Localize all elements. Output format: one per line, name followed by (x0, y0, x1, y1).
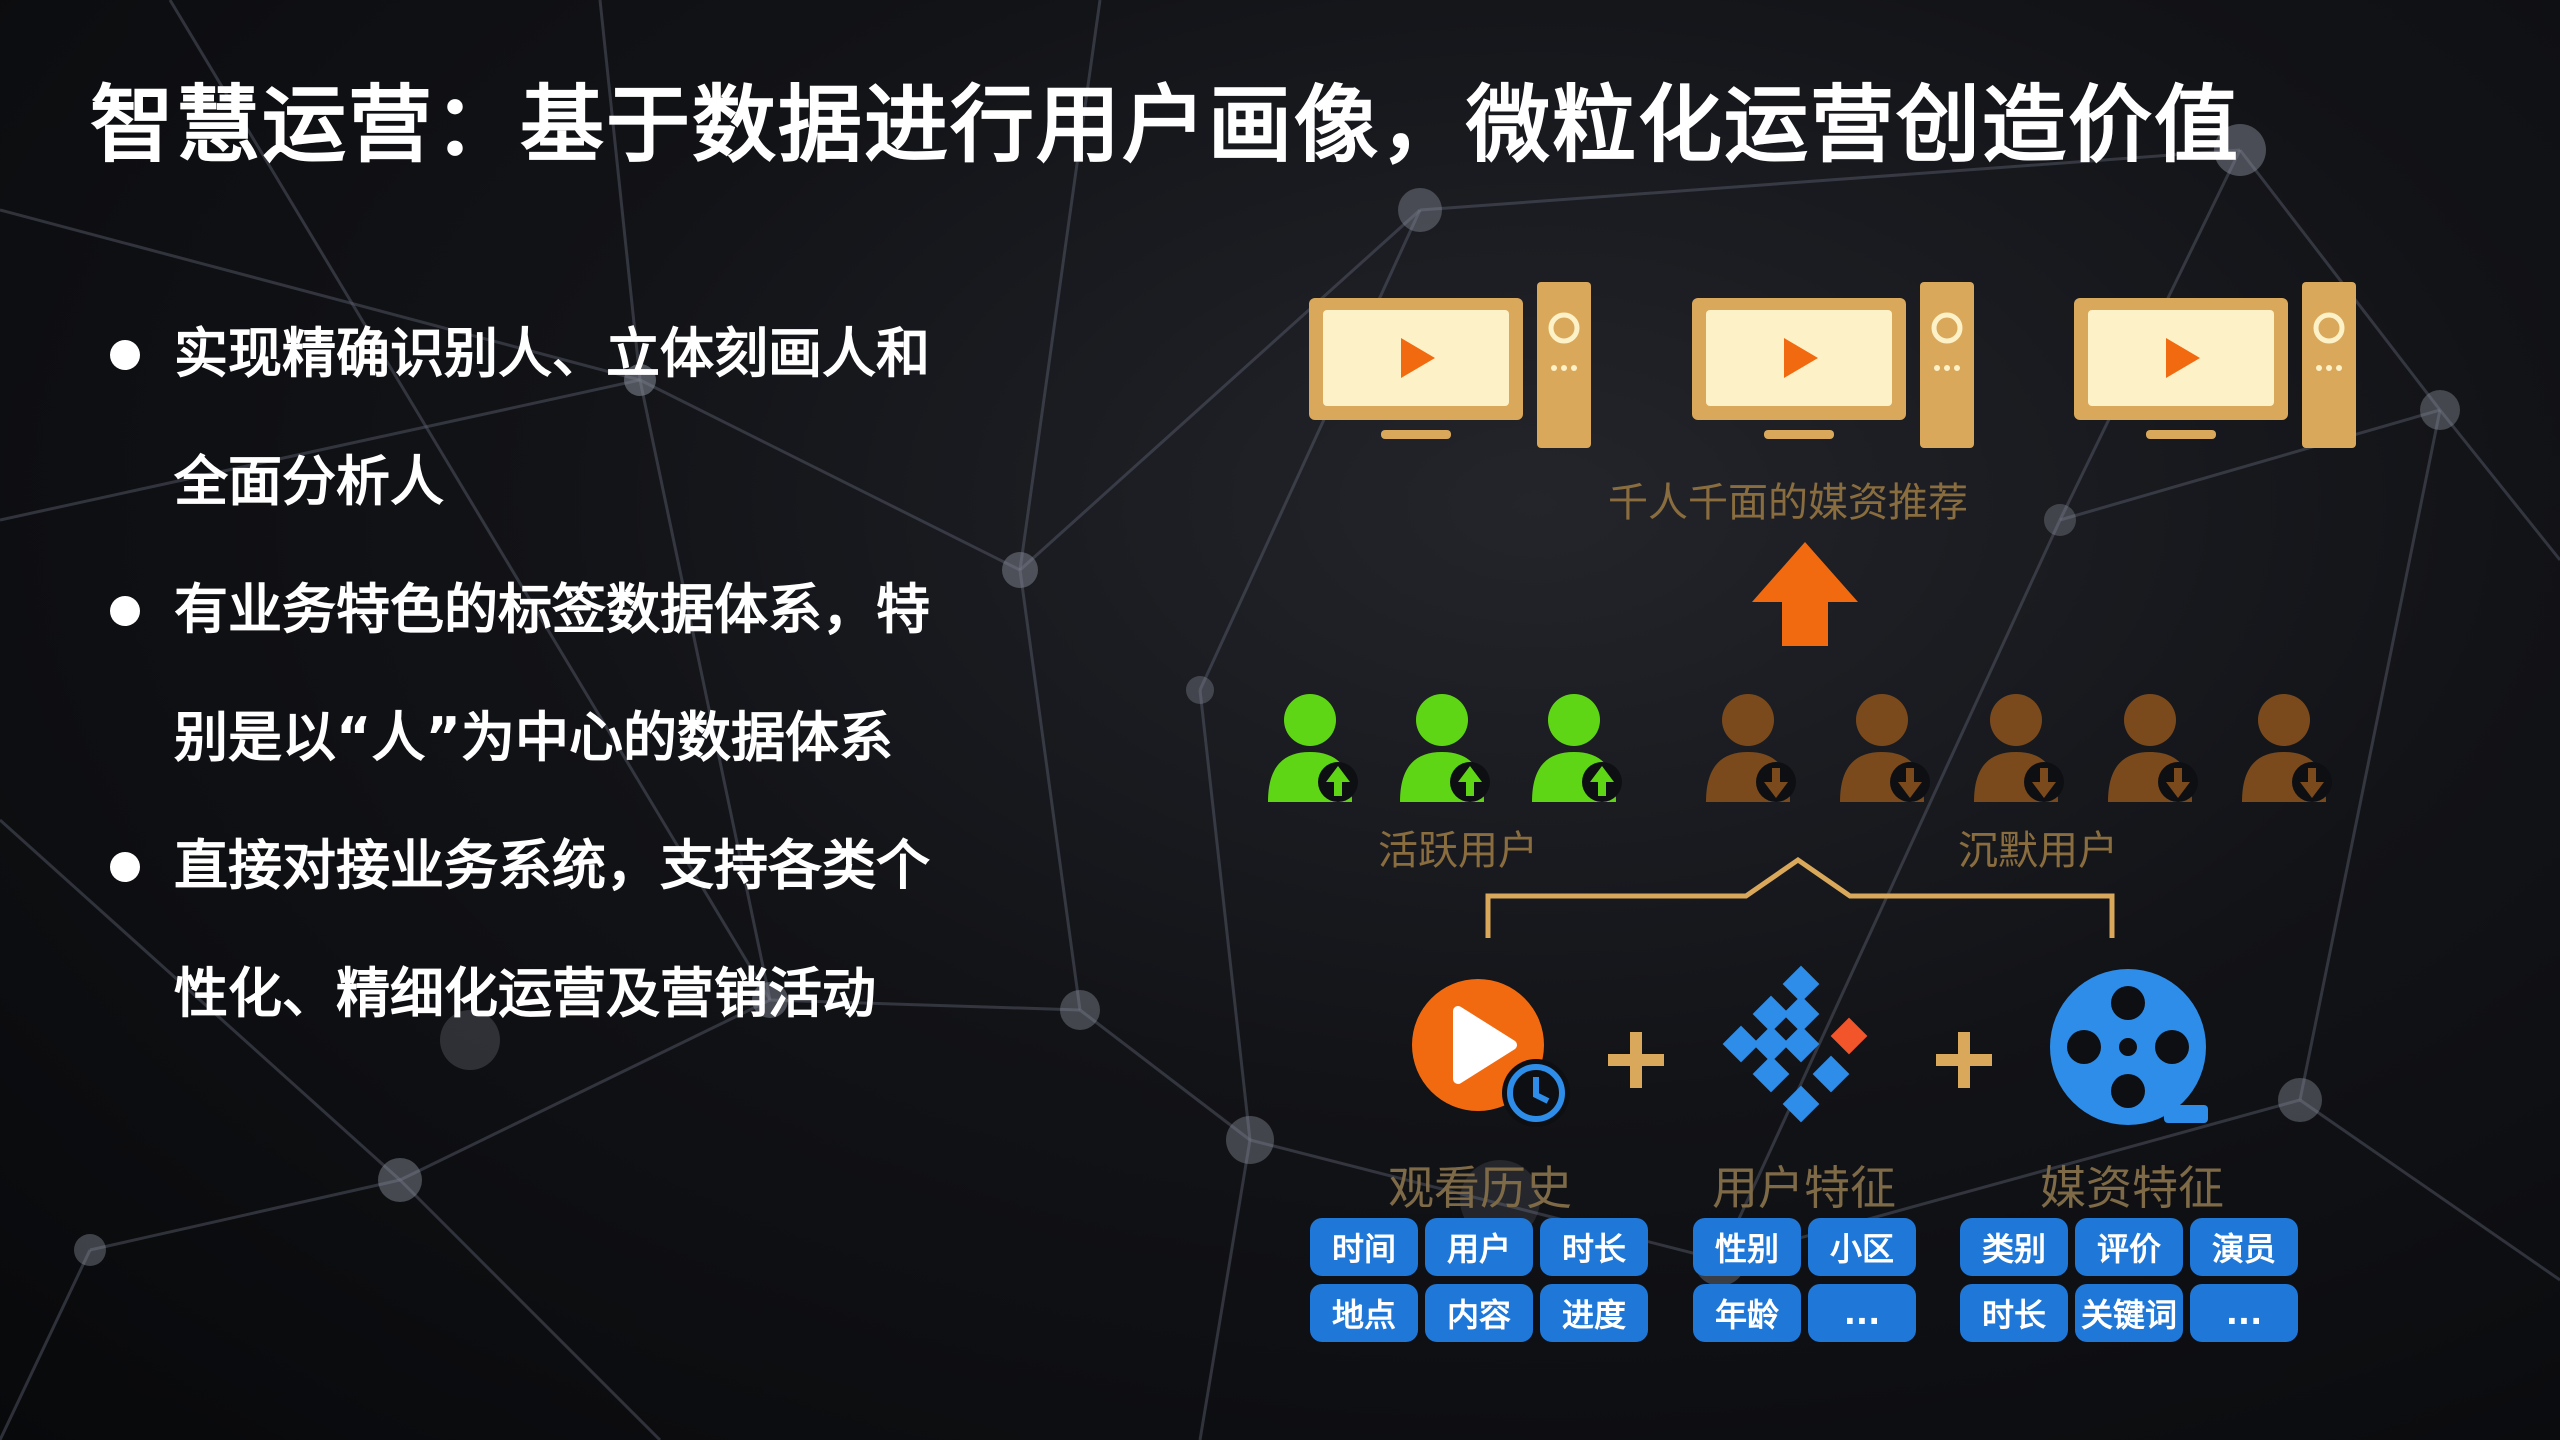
bullet-text: 有业务特色的标签数据体系，特别是以“人”为中心的数据体系 (174, 578, 930, 769)
arrow-up-icon (1752, 542, 1858, 646)
plus-icon (1936, 1032, 1992, 1088)
tag-chip: 时长 (1960, 1284, 2068, 1342)
tag-chip: 年龄 (1693, 1284, 1801, 1342)
bullet-list: 实现精确识别人、立体刻画人和全面分析人 有业务特色的标签数据体系，特别是以“人”… (110, 290, 980, 1058)
group-label-user: 用户特征 (1712, 1161, 1896, 1215)
tag-chip: 时长 (1540, 1218, 1648, 1276)
bullet-dot-icon (110, 596, 140, 626)
group-label-history: 观看历史 (1388, 1161, 1572, 1215)
tag-chip: 内容 (1425, 1284, 1533, 1342)
bullet-text: 实现精确识别人、立体刻画人和全面分析人 (174, 322, 930, 513)
tag-chip: 性别 (1693, 1218, 1801, 1276)
silent-users-caption: 沉默用户 (1958, 828, 2118, 874)
bullet-dot-icon (110, 852, 140, 882)
active-users-caption: 活跃用户 (1378, 828, 1538, 874)
play-clock-icon (1412, 979, 1570, 1127)
active-user-icon (1400, 694, 1490, 802)
tv-set-icon (1309, 282, 1591, 448)
page-title: 智慧运营：基于数据进行用户画像，微粒化运营创造价值 (90, 76, 2241, 174)
bullet-item: 有业务特色的标签数据体系，特别是以“人”为中心的数据体系 (110, 546, 980, 802)
active-user-icon (1532, 694, 1622, 802)
silent-user-icon (1840, 694, 1930, 802)
tag-chip: 用户 (1425, 1218, 1533, 1276)
active-user-icon (1268, 694, 1358, 802)
bracket-connector (1485, 856, 2115, 938)
silent-user-icon (2242, 694, 2332, 802)
tag-chip: 小区 (1808, 1218, 1916, 1276)
bullet-item: 实现精确识别人、立体刻画人和全面分析人 (110, 290, 980, 546)
bullet-dot-icon (110, 340, 140, 370)
recommend-caption: 千人千面的媒资推荐 (1608, 480, 1968, 526)
tag-chip: ... (1808, 1284, 1916, 1342)
plus-icon (1608, 1032, 1664, 1088)
diamond-grid-icon (1722, 965, 1868, 1123)
group-label-media: 媒资特征 (2040, 1161, 2224, 1215)
tag-chip: 演员 (2190, 1218, 2298, 1276)
tag-chip: 时间 (1310, 1218, 1418, 1276)
tag-chip: 地点 (1310, 1284, 1418, 1342)
tag-chip: ... (2190, 1284, 2298, 1342)
silent-user-icon (1706, 694, 1796, 802)
tag-chip: 进度 (1540, 1284, 1648, 1342)
tv-set-icon (2074, 282, 2356, 448)
silent-user-icon (1974, 694, 2064, 802)
tag-chip: 评价 (2075, 1218, 2183, 1276)
silent-user-icon (2108, 694, 2198, 802)
tv-set-icon (1692, 282, 1974, 448)
bullet-item: 直接对接业务系统，支持各类个性化、精细化运营及营销活动 (110, 802, 980, 1058)
tag-chip: 类别 (1960, 1218, 2068, 1276)
film-reel-icon (2050, 969, 2208, 1125)
bullet-text: 直接对接业务系统，支持各类个性化、精细化运营及营销活动 (174, 834, 930, 1025)
tag-chip: 关键词 (2075, 1284, 2183, 1342)
